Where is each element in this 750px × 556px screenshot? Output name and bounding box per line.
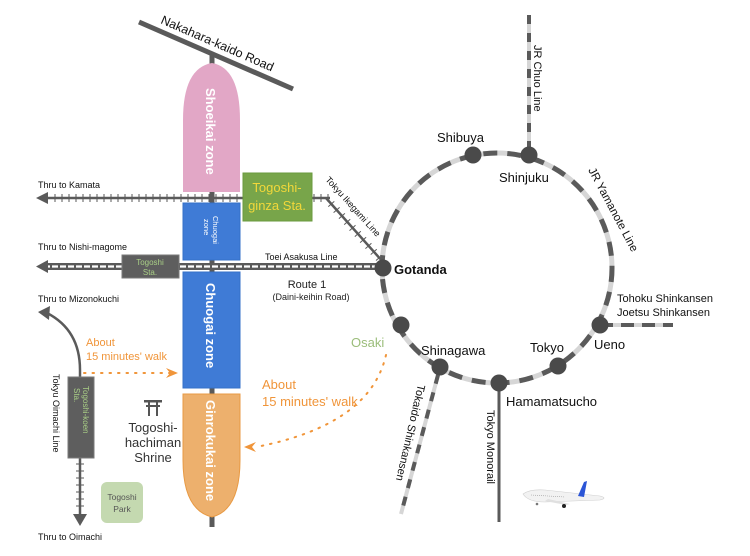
chuogai-small-label-2: zone [202,219,211,235]
chuogai-zone-small[interactable]: Chuogai zone [182,202,241,261]
track-tick [354,230,362,237]
station-label-shinjuku: Shinjuku [499,170,549,185]
togoshi-park[interactable]: Togoshi Park [101,482,143,523]
station-label-tokyo: Tokyo [530,340,564,355]
chuogai-zone[interactable]: Chuogai zone [182,271,241,389]
station-dot-shinjuku[interactable] [520,146,538,164]
arrow-down-icon [73,514,87,526]
chuogai-small-label-1: Chuogai [211,216,220,244]
shrine-label-3: Shrine [134,450,172,465]
track-tick [333,206,340,214]
route1-sublabel: (Daini-keihin Road) [272,292,349,302]
station-label-hamamatsucho: Hamamatsucho [506,394,597,409]
thru-kamata-label: Thru to Kamata [38,180,100,190]
arrow-left-icon [244,442,256,452]
togoshikoen-station[interactable]: Togoshi-koen Sta. [67,376,95,459]
jr-station-labels: Shibuya Shinjuku Gotanda Osaki Shinagawa… [351,130,625,409]
tohoku-joetsu-shinkansen: Tohoku Shinkansen Joetsu Shinkansen [600,293,713,327]
arrow-left-icon [36,260,48,273]
station-dot-shinagawa[interactable] [431,358,449,376]
togoshikoen-label-2: Sta. [72,388,81,402]
oimachi-line-label: Tokyu Oimachi Line [51,374,61,453]
station-label-shinagawa: Shinagawa [421,343,486,358]
station-label-ueno: Ueno [594,337,625,352]
chuogai-zone-label: Chuogai zone [203,283,218,368]
togoshiginza-label-1: Togoshi- [252,180,301,195]
monorail-label: Tokyo Monorail [484,410,496,484]
torii-icon [144,400,162,416]
station-label-gotanda: Gotanda [394,262,447,277]
togoshikoen-label-1: Togoshi-koen [81,386,90,434]
shoeikai-zone[interactable]: Shoeikai zone [183,63,240,192]
walk-from-togoshikoen: About 15 minutes' walk [83,337,178,378]
togoshiginza-station[interactable]: Togoshi- ginza Sta. [242,172,313,222]
shrine-label-2: hachiman [125,435,181,450]
track-tick [343,218,351,225]
walk-from-osaki: About 15 minutes' walk [244,354,387,452]
track-tick [338,212,346,219]
tokyo-monorail: Tokyo Monorail [484,384,501,522]
togoshi-station-label-1: Togoshi [136,258,164,267]
route1-label: Route 1 [288,279,327,291]
shrine-label-1: Togoshi- [128,420,177,435]
shoeikai-zone-label: Shoeikai zone [203,88,218,175]
park-label-2: Park [113,504,131,514]
walk-about-label-1: About [86,337,115,349]
station-label-osaki: Osaki [351,335,384,350]
walk-minutes-label-1: 15 minutes' walk [86,351,167,363]
togoshi-station[interactable]: Togoshi Sta. [121,254,180,279]
arrow-up-left-icon [38,306,50,320]
road-line [138,19,294,92]
park-label-1: Togoshi [107,492,136,502]
tokaido-shinkansen: Tokaido Shinkansen [393,374,440,515]
station-label-shibuya: Shibuya [437,130,485,145]
togoshi-hachiman-shrine[interactable]: Togoshi- hachiman Shrine [125,400,181,465]
togoshi-station-label-2: Sta. [143,268,157,277]
jr-station-dots [374,146,609,392]
walk-minutes-label-2: 15 minutes' walk [262,394,358,409]
walk-about-label-2: About [262,377,296,392]
joetsu-label: Joetsu Shinkansen [617,307,710,319]
thru-oimachi-label: Thru to Oimachi [38,532,102,542]
chuo-line-label: JR Chuo Line [531,45,543,112]
arrow-left-icon [36,192,48,204]
station-dot-shibuya[interactable] [464,146,482,164]
airplane-icon [522,481,605,508]
thru-nishimagome-label: Thru to Nishi-magome [38,242,127,252]
station-dot-gotanda[interactable] [374,259,392,277]
togoshiginza-label-2: ginza Sta. [248,198,306,213]
station-dot-tokyo[interactable] [549,357,567,375]
station-dot-hamamatsucho[interactable] [490,374,508,392]
tohoku-label: Tohoku Shinkansen [617,293,713,305]
track-tick [327,200,335,208]
asakusa-line: Thru to Nishi-magome Toei Asakusa Line [36,242,384,273]
ginrokukai-zone[interactable]: Ginrokukai zone [182,393,241,518]
track-tick [359,236,367,243]
asakusa-line-label: Toei Asakusa Line [265,252,338,262]
station-dot-osaki[interactable] [392,316,410,334]
ginrokukai-zone-label: Ginrokukai zone [203,400,218,501]
station-dot-ueno[interactable] [591,316,609,334]
track-tick [365,242,372,249]
thru-mizonokuchi-label: Thru to Mizonokuchi [38,294,119,304]
arrow-right-icon [166,368,178,378]
jr-chuo-line: JR Chuo Line [527,15,543,155]
track-ticks [327,200,383,261]
track-tick [370,248,378,255]
track-tick [349,224,356,231]
